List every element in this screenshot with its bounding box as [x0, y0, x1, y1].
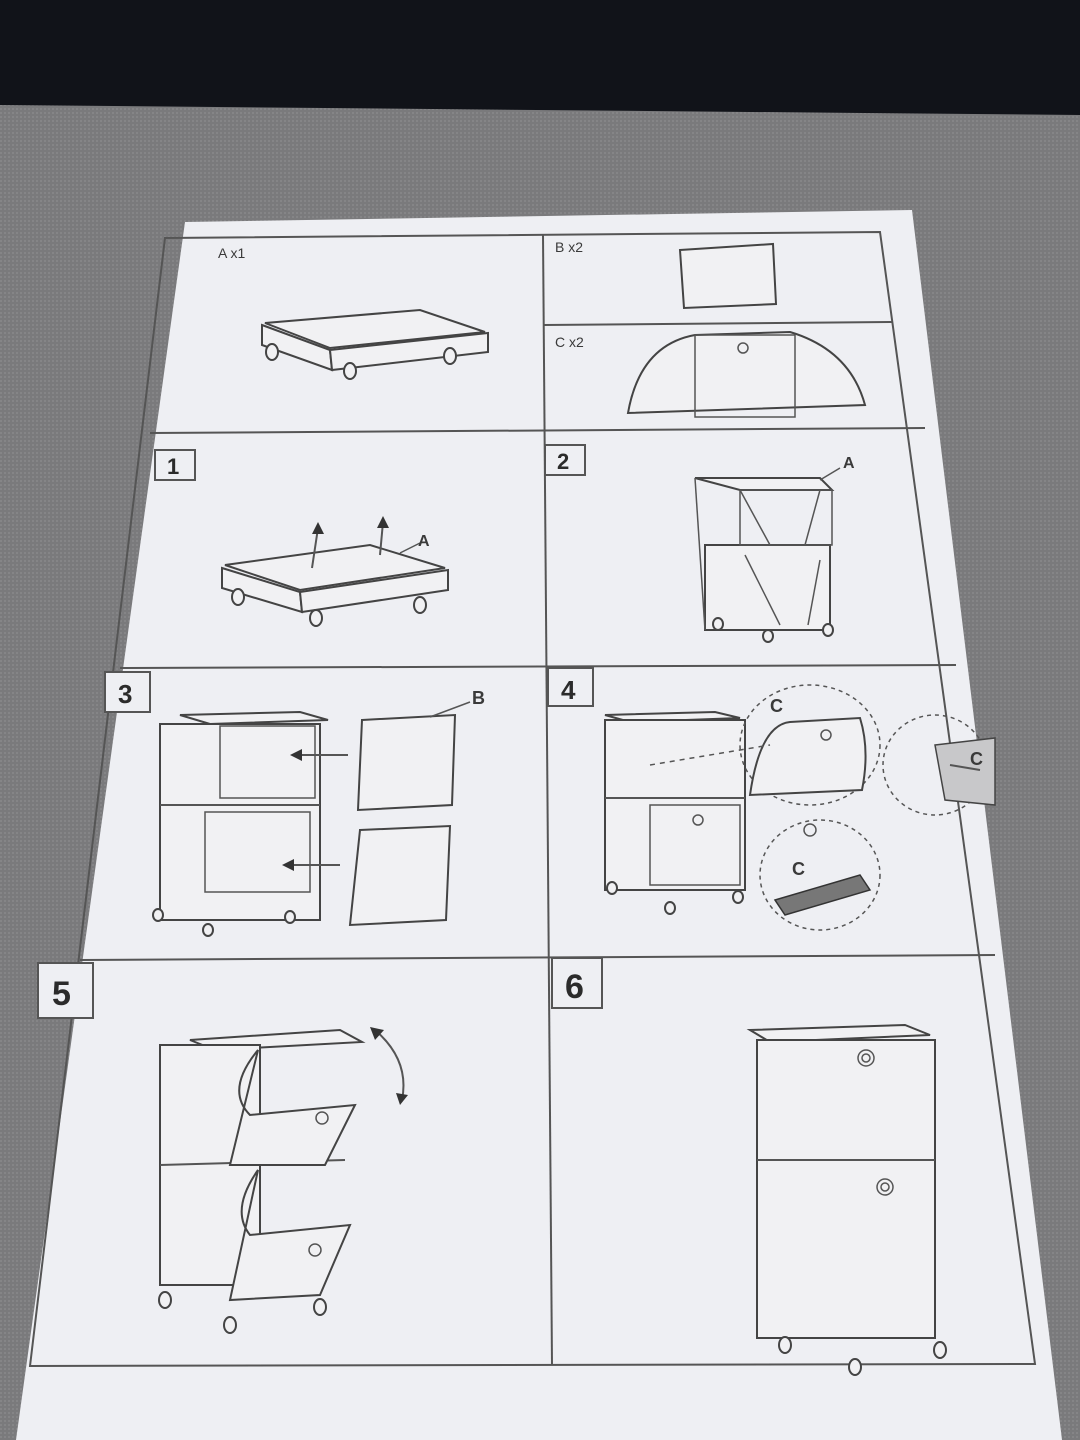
svg-text:5: 5 — [52, 975, 71, 1013]
step-4: 4 — [547, 667, 594, 707]
step-2: 2 — [544, 444, 586, 476]
svg-text:B: B — [472, 688, 485, 708]
part-b-label: B x2 — [555, 239, 583, 255]
svg-text:A: A — [843, 455, 855, 472]
svg-text:1: 1 — [167, 454, 179, 479]
step-3: 3 — [104, 671, 151, 713]
step-6: 6 — [551, 957, 603, 1009]
step-5-drawing — [158, 1027, 408, 1334]
part-b-drawing — [678, 242, 778, 310]
step-5: 5 — [37, 962, 94, 1019]
svg-text:3: 3 — [118, 679, 132, 709]
part-c-drawing — [626, 330, 867, 418]
svg-text:C: C — [792, 859, 805, 879]
svg-text:A: A — [418, 533, 430, 550]
part-a-label: A x1 — [218, 245, 245, 261]
step-1: 1 — [154, 449, 196, 481]
svg-text:6: 6 — [565, 968, 584, 1006]
step-4-drawing: C C C — [604, 684, 996, 931]
step-3-drawing: B — [152, 688, 485, 937]
svg-text:C: C — [970, 749, 983, 769]
part-a-drawing — [261, 308, 489, 380]
svg-text:C: C — [770, 696, 783, 716]
step-6-drawing — [746, 1023, 947, 1376]
step-2-drawing: A — [694, 455, 855, 643]
step-1-drawing: A — [221, 516, 449, 627]
svg-text:4: 4 — [561, 675, 576, 705]
svg-text:2: 2 — [557, 449, 569, 474]
part-c-label: C x2 — [555, 334, 584, 350]
